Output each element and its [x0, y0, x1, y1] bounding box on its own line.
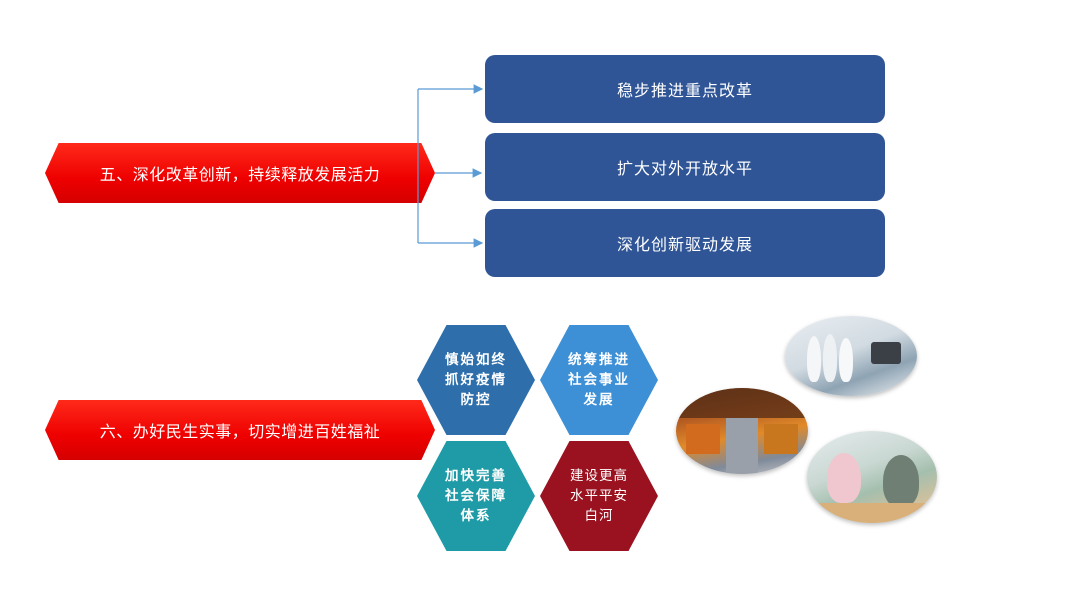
hexagon-3-label: 加快完善社会保障体系: [445, 468, 507, 524]
hexagon-1-label: 慎始如终抓好疫情防控: [445, 352, 507, 408]
hexagon-safe-baihe: 建设更高水平平安白河: [540, 441, 658, 551]
hexagon-2-label: 统筹推进社会事业发展: [568, 352, 630, 408]
hexagon-4-label: 建设更高水平平安白河: [570, 468, 628, 524]
reform-box-3: 深化创新驱动发展: [485, 209, 885, 277]
section5-title: 五、深化改革创新，持续释放发展活力: [99, 165, 381, 184]
section6-title: 六、办好民生实事，切实增进百姓福祉: [99, 422, 381, 441]
section6-banner: 六、办好民生实事，切实增进百姓福祉: [45, 400, 435, 460]
stadium-crowd-photo: [676, 388, 808, 474]
reform-box-2-label: 扩大对外开放水平: [616, 159, 753, 178]
hexagon-social-development: 统筹推进社会事业发展: [540, 325, 658, 435]
reform-box-1: 稳步推进重点改革: [485, 55, 885, 123]
section5-banner: 五、深化改革创新，持续释放发展活力: [45, 143, 435, 203]
reform-box-2: 扩大对外开放水平: [485, 133, 885, 201]
clinic-checkup-photo: [807, 431, 937, 523]
reform-box-3-label: 深化创新驱动发展: [616, 235, 753, 254]
reform-box-1-label: 稳步推进重点改革: [616, 81, 753, 100]
medical-staff-photo: [785, 316, 917, 396]
